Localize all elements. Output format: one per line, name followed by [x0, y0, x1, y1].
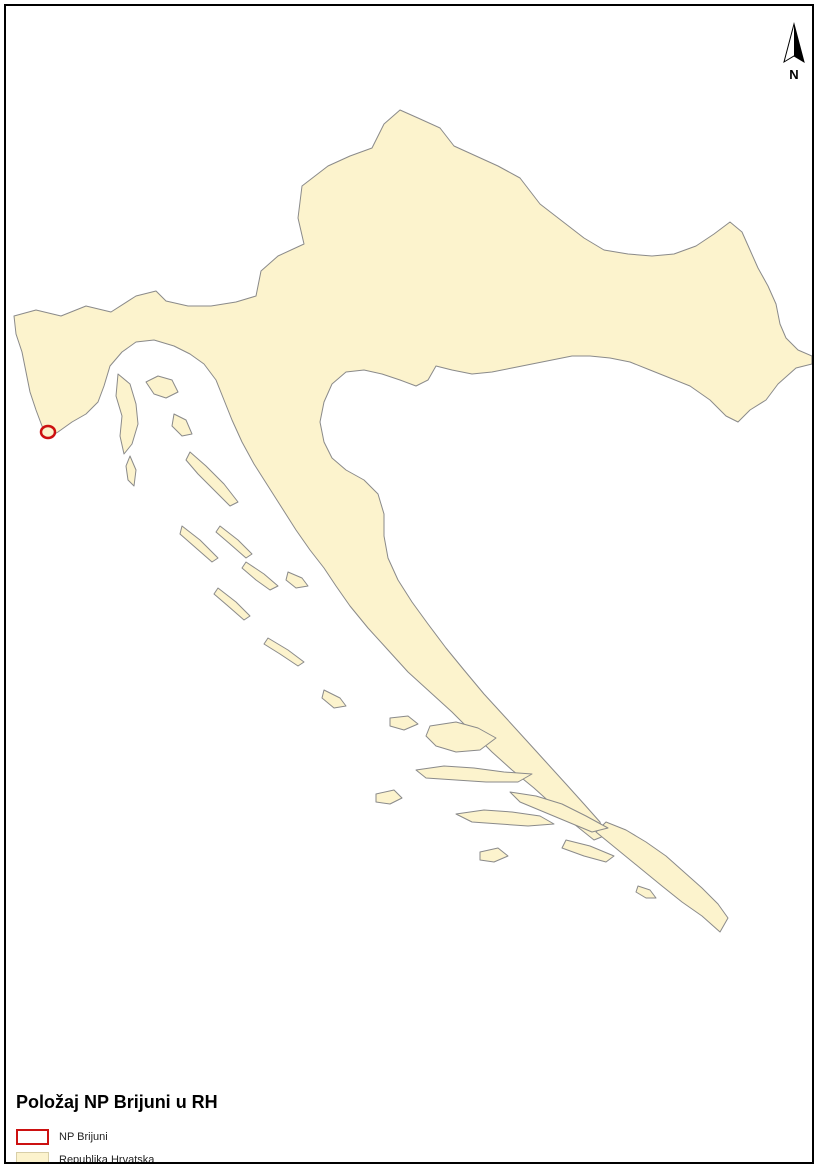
island-brac	[425, 721, 497, 753]
island-losinj	[125, 455, 137, 487]
island-drvenik	[321, 689, 347, 709]
island-cres	[115, 373, 139, 455]
island-kornati	[213, 587, 251, 621]
island-elafiti	[635, 885, 657, 899]
map-frame: N Položaj NP Brijuni u RH NP Brijuni Rep…	[4, 4, 814, 1164]
island-korcula	[455, 809, 555, 827]
island-vis	[375, 789, 403, 805]
island-dugi-otok	[179, 525, 219, 563]
north-arrow-label: N	[789, 67, 799, 82]
map-canvas	[13, 109, 812, 933]
island-lastovo	[479, 847, 509, 863]
island-ugljan	[215, 525, 253, 559]
map-legend: Položaj NP Brijuni u RH NP Brijuni Repub…	[16, 1092, 218, 1164]
np-brijuni-area	[39, 424, 57, 440]
island-zirje	[263, 637, 305, 667]
island-pag	[185, 451, 239, 507]
legend-label: Republika Hrvatska	[59, 1154, 155, 1164]
island-krk	[145, 375, 179, 399]
north-arrow: N	[780, 22, 808, 82]
croatia-mainland	[13, 109, 812, 841]
island-solta	[389, 715, 419, 731]
island-hvar	[415, 765, 533, 783]
land-fill-swatch	[16, 1152, 49, 1162]
north-arrow-icon	[783, 22, 805, 64]
island-mljet	[561, 839, 615, 863]
legend-label: NP Brijuni	[59, 1131, 108, 1143]
legend-title: Položaj NP Brijuni u RH	[16, 1092, 218, 1112]
island-pasman	[241, 561, 279, 591]
island-peljesac	[509, 791, 609, 833]
island-murter	[285, 571, 309, 589]
island-rab	[171, 413, 193, 437]
park-outline-swatch	[16, 1129, 49, 1145]
legend-item-republika-hrvatska: Republika Hrvatska	[16, 1150, 218, 1164]
dalmatia-south	[595, 821, 729, 933]
legend-item-np-brijuni: NP Brijuni	[16, 1127, 218, 1147]
